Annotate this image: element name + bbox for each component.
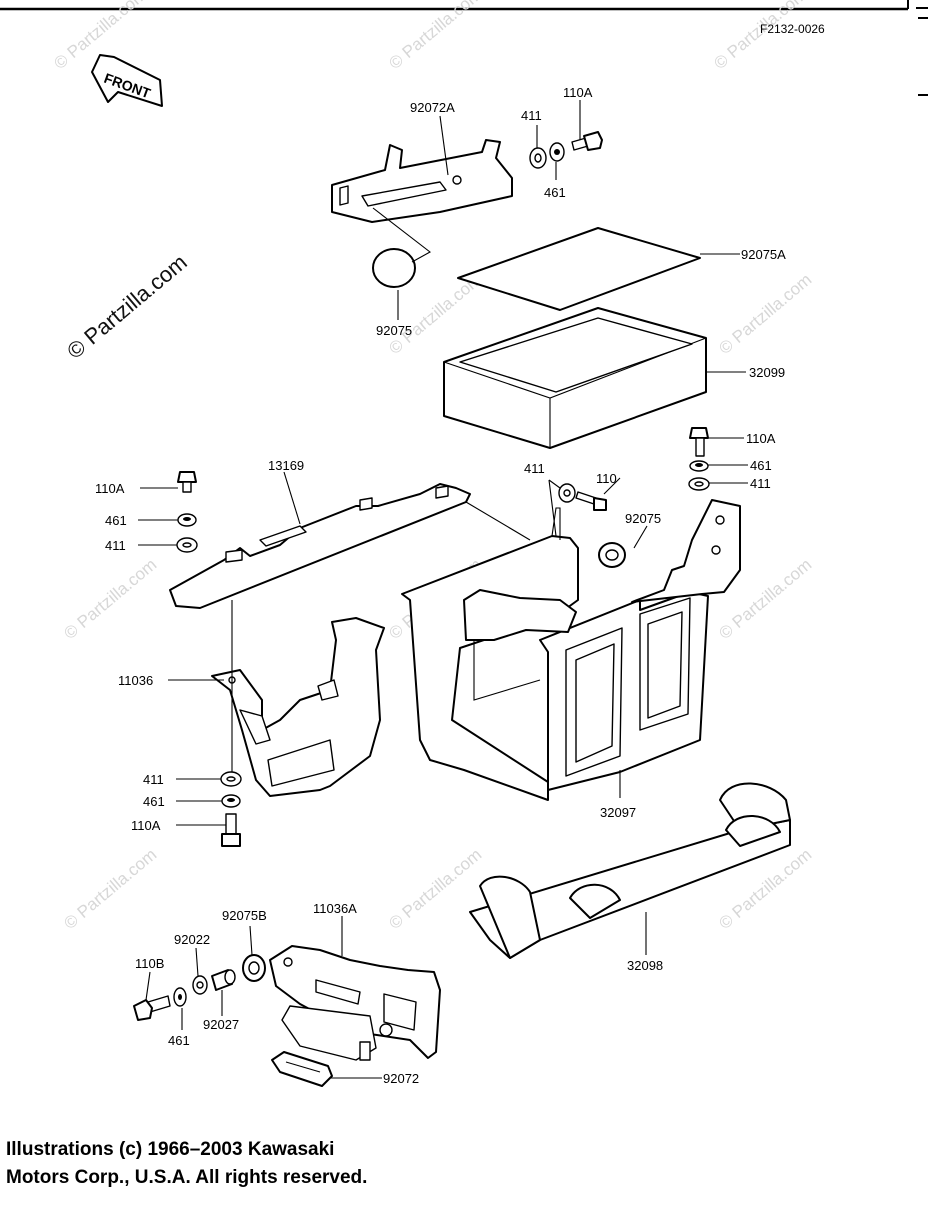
grommet-92075B xyxy=(242,954,266,982)
part-92075-plug xyxy=(372,207,431,288)
callout-92022: 92022 xyxy=(174,932,210,947)
svg-text:© Partzilla.com: © Partzilla.com xyxy=(60,845,160,933)
callout-461: 461 xyxy=(143,794,165,809)
callout-411: 411 xyxy=(750,476,771,491)
part-11036-bracket xyxy=(211,600,385,797)
callout-411: 411 xyxy=(143,772,164,787)
part-92072A-bracket xyxy=(331,139,513,223)
bolt-110B xyxy=(133,995,171,1021)
callout-32097: 32097 xyxy=(600,805,636,820)
callout-11036: 11036 xyxy=(118,673,153,688)
washer-461-top xyxy=(549,142,565,162)
callout-32099: 32099 xyxy=(749,365,785,380)
collar-92027 xyxy=(211,969,236,991)
callout-labels: 92072A 411 110A 461 92075A 92075 32099 1… xyxy=(95,85,786,1086)
part-11036A-bracket xyxy=(269,945,441,1061)
callout-13169: 13169 xyxy=(268,458,304,473)
callout-92075A: 92075A xyxy=(741,247,786,262)
callout-92027: 92027 xyxy=(203,1017,239,1032)
svg-text:© Partzilla.com: © Partzilla.com xyxy=(385,845,485,933)
callout-110A: 110A xyxy=(95,481,125,496)
bolt-110A-low xyxy=(221,813,241,847)
part-32099-case xyxy=(443,307,707,449)
callout-461: 461 xyxy=(105,513,127,528)
part-32097-holder xyxy=(401,499,741,801)
washer-461-low xyxy=(221,794,241,808)
callout-110A: 110A xyxy=(746,431,776,446)
washer-461-right xyxy=(689,460,709,472)
front-arrow-sign: FRONT xyxy=(91,54,163,107)
callout-92075B: 92075B xyxy=(222,908,267,923)
leader-lines xyxy=(138,100,748,1079)
callout-92075: 92075 xyxy=(376,323,412,338)
washer-411-top xyxy=(529,147,547,169)
washer-411-left xyxy=(176,537,198,553)
washer-411-low xyxy=(220,771,242,787)
svg-text:© Partzilla.com: © Partzilla.com xyxy=(710,0,810,73)
callout-110: 110 xyxy=(596,471,617,486)
callout-92075: 92075 xyxy=(625,511,661,526)
bolt-110A-top xyxy=(571,131,603,151)
callout-411: 411 xyxy=(105,538,126,553)
watermark-large: © Partzilla.com xyxy=(62,249,192,363)
part-92072-strap xyxy=(271,1051,333,1087)
washer-461-left xyxy=(177,513,197,527)
callout-411: 411 xyxy=(521,108,542,123)
washer-92022 xyxy=(192,975,208,995)
callout-411: 411 xyxy=(524,461,545,476)
callout-110A: 110A xyxy=(131,818,161,833)
callout-92072A: 92072A xyxy=(410,100,455,115)
svg-text:© Partzilla.com: © Partzilla.com xyxy=(385,0,485,73)
svg-text:© Partzilla.com: © Partzilla.com xyxy=(715,270,815,358)
part-13169-bracket xyxy=(169,483,531,609)
bolt-110-mid xyxy=(575,491,607,511)
callout-110B: 110B xyxy=(135,956,164,971)
part-32098-protector xyxy=(469,782,791,959)
callout-461: 461 xyxy=(544,185,566,200)
bolt-110A-right xyxy=(689,427,709,457)
callout-11036A: 11036A xyxy=(313,901,357,916)
bolt-110A-left xyxy=(177,471,197,493)
svg-text:© Partzilla.com: © Partzilla.com xyxy=(60,555,160,643)
grommet-92075-mid xyxy=(598,542,626,568)
washer-411-mid xyxy=(558,483,576,503)
washer-461-bottom xyxy=(173,987,187,1007)
callout-461: 461 xyxy=(168,1033,190,1048)
callout-92072: 92072 xyxy=(383,1071,419,1086)
copyright-notice: Illustrations (c) 1966–2003 Kawasaki Mot… xyxy=(6,1139,368,1188)
washer-411-right xyxy=(688,477,710,491)
callout-32098: 32098 xyxy=(627,958,663,973)
callout-110A: 110A xyxy=(563,85,593,100)
figure-code: F2132-0026 xyxy=(760,22,825,36)
callout-461: 461 xyxy=(750,458,772,473)
part-92075A-pad xyxy=(457,227,701,311)
